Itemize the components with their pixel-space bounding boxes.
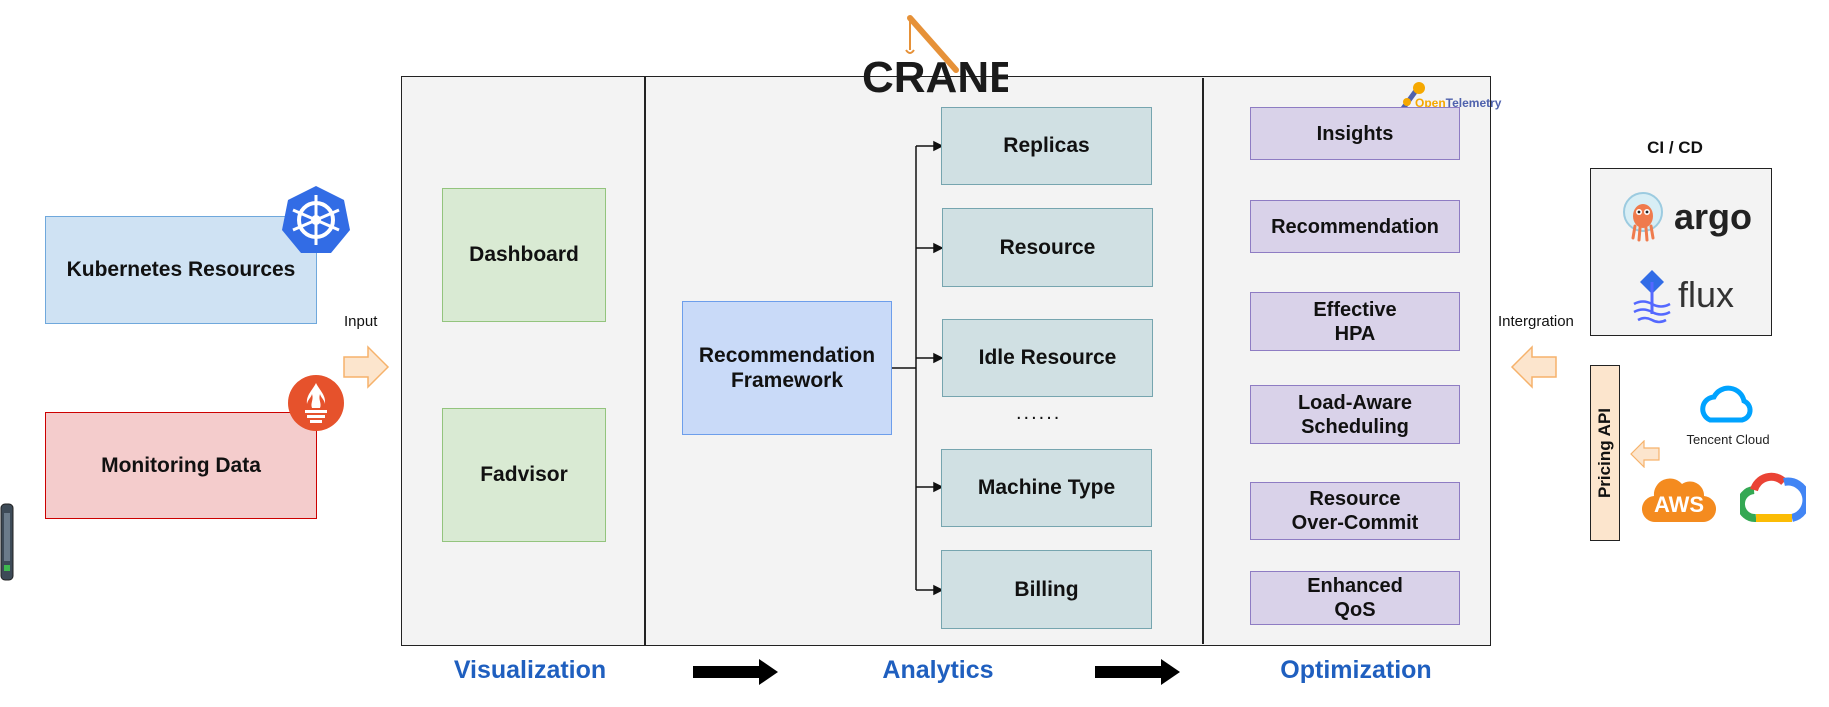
optimization-footer: Optimization xyxy=(1280,656,1432,684)
input-label: Input xyxy=(344,313,378,330)
dashboard-label: Dashboard xyxy=(469,243,579,267)
optimization-item-label: Resource Over-Commit xyxy=(1291,488,1419,534)
optimization-item-enhanced-qos: Enhanced QoS xyxy=(1250,571,1460,625)
analytics-item-machine-type: Machine Type xyxy=(941,449,1152,527)
pricing-arrow xyxy=(1630,439,1660,469)
optimization-item-label: Enhanced QoS xyxy=(1307,575,1403,621)
recommendation-framework-label: Recommendation Framework xyxy=(698,343,876,392)
flow-arrow-2 xyxy=(1095,659,1181,685)
optimization-item-effective-hpa: Effective HPA xyxy=(1250,292,1460,351)
analytics-item-resource: Resource xyxy=(942,208,1153,287)
visualization-footer: Visualization xyxy=(453,656,607,684)
analytics-item-label: Idle Resource xyxy=(978,346,1117,370)
cicd-box xyxy=(1590,168,1772,336)
kubernetes-resources-box: Kubernetes Resources xyxy=(45,216,317,324)
optimization-item-label: Insights xyxy=(1316,122,1394,145)
pricing-api-box: Pricing API xyxy=(1590,365,1620,541)
analytics-item-label: Replicas xyxy=(1003,134,1090,158)
opentelemetry-telemetry-text: Telemetry xyxy=(1445,96,1502,110)
flux-logo-text: flux xyxy=(1678,274,1735,315)
analytics-item-billing: Billing xyxy=(941,550,1152,629)
analytics-item-label: Billing xyxy=(1014,577,1079,601)
google-cloud-logo xyxy=(1736,468,1811,524)
tencent-cloud-text: Tencent Cloud xyxy=(1686,432,1770,447)
cicd-title: CI / CD xyxy=(1647,138,1703,157)
device-icon xyxy=(0,503,14,581)
aws-logo: AWS xyxy=(1641,470,1717,526)
monitoring-data-box: Monitoring Data xyxy=(45,412,317,519)
argo-logo-text: argo xyxy=(1674,196,1753,237)
analytics-footer: Analytics xyxy=(882,656,994,684)
tencent-cloud-logo: Tencent Cloud xyxy=(1678,380,1778,450)
analytics-item-replicas: Replicas xyxy=(941,107,1152,185)
panel-divider-left xyxy=(644,76,646,646)
optimization-item-label: Recommendation xyxy=(1271,215,1439,238)
pricing-api-label: Pricing API xyxy=(1595,407,1614,499)
optimization-item-insights: Insights xyxy=(1250,107,1460,160)
fadvisor-box: Fadvisor xyxy=(442,408,606,542)
flow-arrow-1 xyxy=(693,659,779,685)
analytics-item-label: Resource xyxy=(999,235,1096,259)
dashboard-box: Dashboard xyxy=(442,188,606,322)
kubernetes-icon xyxy=(280,183,352,255)
prometheus-icon xyxy=(287,374,345,432)
optimization-item-resource-over-commit: Resource Over-Commit xyxy=(1250,482,1460,540)
optimization-item-recommendation: Recommendation xyxy=(1250,200,1460,253)
analytics-item-label: Machine Type xyxy=(977,476,1116,500)
input-arrow xyxy=(342,345,390,389)
optimization-item-label: Load-Aware Scheduling xyxy=(1297,391,1413,438)
integration-label: Intergration xyxy=(1498,313,1574,330)
opentelemetry-open-text: Open xyxy=(1415,96,1446,110)
aws-logo-text: AWS xyxy=(1653,492,1705,517)
recommendation-framework-box: Recommendation Framework xyxy=(682,301,892,435)
optimization-item-label: Effective HPA xyxy=(1313,298,1397,345)
crane-logo: CRANE xyxy=(860,14,1018,102)
optimization-item-load-aware-scheduling: Load-Aware Scheduling xyxy=(1250,385,1460,444)
argo-logo: argo xyxy=(1618,190,1752,250)
monitoring-data-label: Monitoring Data xyxy=(101,453,261,477)
crane-logo-text: CRANE xyxy=(862,53,1008,94)
integration-arrow xyxy=(1510,345,1558,389)
panel-divider-right xyxy=(1202,78,1204,644)
analytics-item-idle-resource: Idle Resource xyxy=(942,319,1153,397)
kubernetes-resources-label: Kubernetes Resources xyxy=(66,258,296,282)
fadvisor-label: Fadvisor xyxy=(480,463,568,487)
analytics-ellipsis: ...... xyxy=(1016,402,1062,424)
flux-logo: flux xyxy=(1630,268,1760,328)
